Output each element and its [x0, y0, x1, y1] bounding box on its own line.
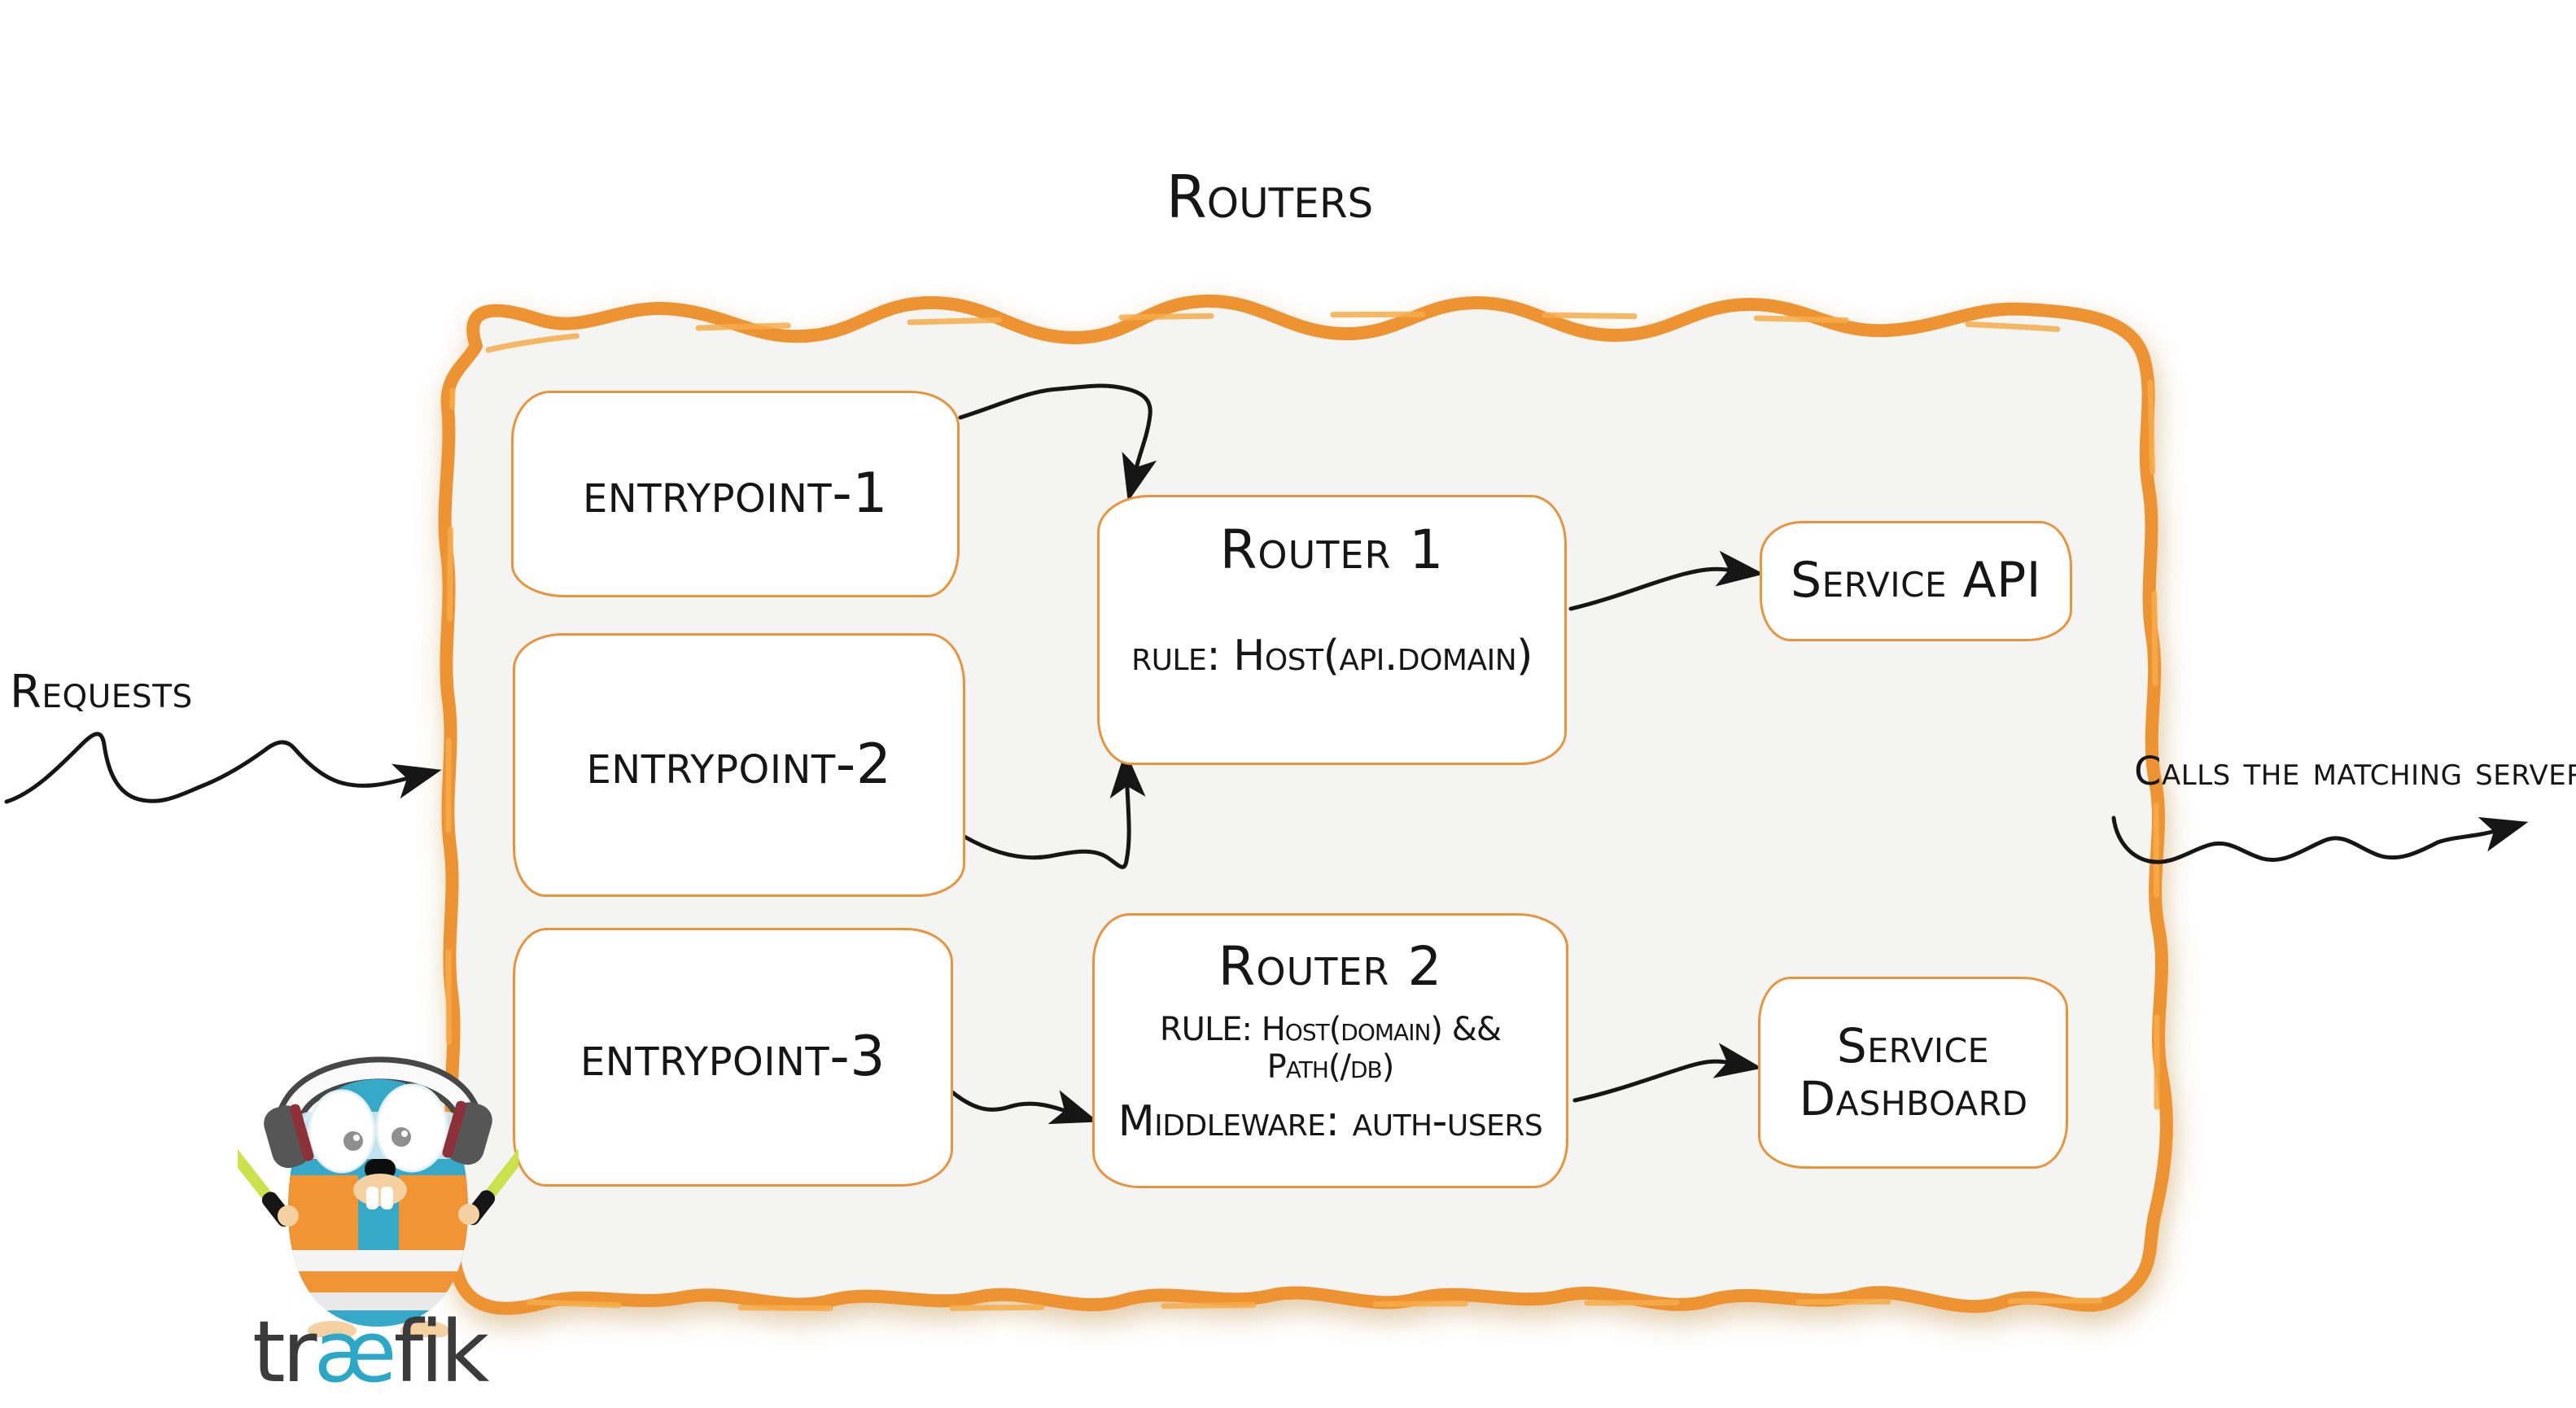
- entrypoint-3-box: entrypoint-3: [513, 928, 953, 1187]
- router-1-title: Router 1: [1219, 518, 1445, 581]
- service-api-label: Service API: [1791, 552, 2041, 610]
- router-2-rule: RULE: Host(domain) && Path(/db): [1159, 1011, 1502, 1086]
- wordmark-pre: tr: [252, 1302, 317, 1401]
- router-1-rule: rule: Host(api.domain): [1131, 632, 1533, 680]
- router-2-box: Router 2 RULE: Host(domain) && Path(/db)…: [1092, 913, 1568, 1188]
- router-2-middleware: Middleware: auth-users: [1117, 1097, 1543, 1146]
- traefik-wordmark: træfik: [252, 1302, 490, 1401]
- entrypoint-3-label: entrypoint-3: [579, 1024, 886, 1089]
- wordmark-post: fik: [393, 1302, 490, 1401]
- router-1-box: Router 1 rule: Host(api.domain): [1097, 495, 1567, 765]
- left-earcup-icon: [264, 1104, 314, 1169]
- arrow-requests: [4, 732, 442, 804]
- service-dashboard-label: Service Dashboard: [1799, 1018, 2028, 1126]
- arrow-entrypoint2-to-router1: [962, 750, 1146, 869]
- traefik-gopher-mascot: [238, 1056, 518, 1337]
- entrypoint-1-label: entrypoint-1: [582, 461, 889, 526]
- requests-label: Requests: [10, 666, 193, 719]
- calls-matching-server-label: Calls the matching server: [2134, 749, 2576, 794]
- arrow-entrypoint3-to-router2: [950, 1090, 1099, 1125]
- entrypoint-2-label: entrypoint-2: [586, 732, 892, 797]
- right-earcup-icon: [442, 1100, 492, 1165]
- arrow-router1-to-service-api: [1568, 550, 1765, 611]
- service-api-box: Service API: [1760, 521, 2072, 641]
- router-2-title: Router 2: [1218, 935, 1443, 998]
- arrow-entrypoint1-to-router1: [958, 383, 1157, 502]
- wordmark-ae: æ: [313, 1302, 397, 1401]
- entrypoint-1-box: entrypoint-1: [511, 391, 960, 597]
- entrypoint-2-box: entrypoint-2: [513, 633, 965, 897]
- safety-vest: [288, 1175, 468, 1310]
- service-dashboard-box: Service Dashboard: [1758, 977, 2068, 1169]
- page-title: Routers: [1166, 163, 1374, 231]
- arrow-calls-matching-server: [2111, 816, 2529, 864]
- arrow-router2-to-service-dashboard: [1572, 1043, 1763, 1103]
- gopher-nose: [365, 1159, 396, 1179]
